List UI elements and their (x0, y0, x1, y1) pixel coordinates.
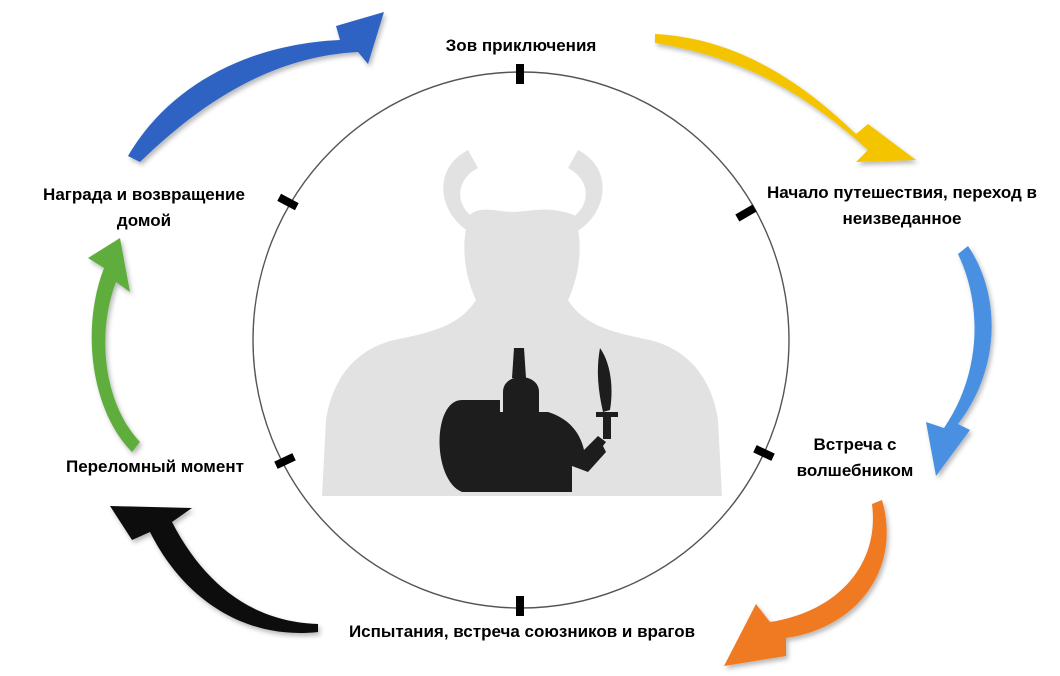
stage-markers (274, 64, 775, 616)
arrow-lightblue (926, 246, 992, 476)
marker-departure (735, 204, 757, 222)
stage-label-departure: Начало путешествия, переход в неизведанн… (752, 180, 1052, 232)
marker-turning (274, 453, 296, 469)
stage-label-turning-text: Переломный момент (66, 457, 244, 476)
stage-label-return-line1: Награда и возвращение (43, 185, 245, 204)
stage-label-mentor: Встреча с волшебником (760, 432, 950, 484)
marker-call (516, 64, 524, 84)
stage-label-call: Зов приключения (420, 33, 622, 59)
arrow-yellow (655, 34, 916, 162)
arrow-green (88, 238, 140, 452)
stage-label-mentor-line2: волшебником (796, 461, 914, 480)
stage-label-departure-line2: неизведанное (842, 209, 962, 228)
arrow-black (110, 506, 318, 634)
stage-label-return: Награда и возвращение домой (20, 182, 268, 234)
arrow-blue (128, 12, 384, 162)
cycle-arrows (88, 12, 992, 666)
stage-label-departure-line1: Начало путешествия, переход в (767, 183, 1037, 202)
stage-label-mentor-line1: Встреча с (813, 435, 897, 454)
stage-label-turning: Переломный момент (66, 454, 276, 480)
marker-return (277, 193, 299, 211)
arrow-orange (724, 500, 887, 666)
stage-label-call-text: Зов приключения (445, 36, 597, 55)
stage-label-trials: Испытания, встреча союзников и врагов (324, 619, 720, 645)
stage-label-trials-text: Испытания, встреча союзников и врагов (348, 622, 696, 641)
marker-trials (516, 596, 524, 616)
warrior-icon (439, 348, 618, 492)
stage-label-return-line2: домой (116, 211, 172, 230)
marker-mentor (753, 445, 775, 461)
